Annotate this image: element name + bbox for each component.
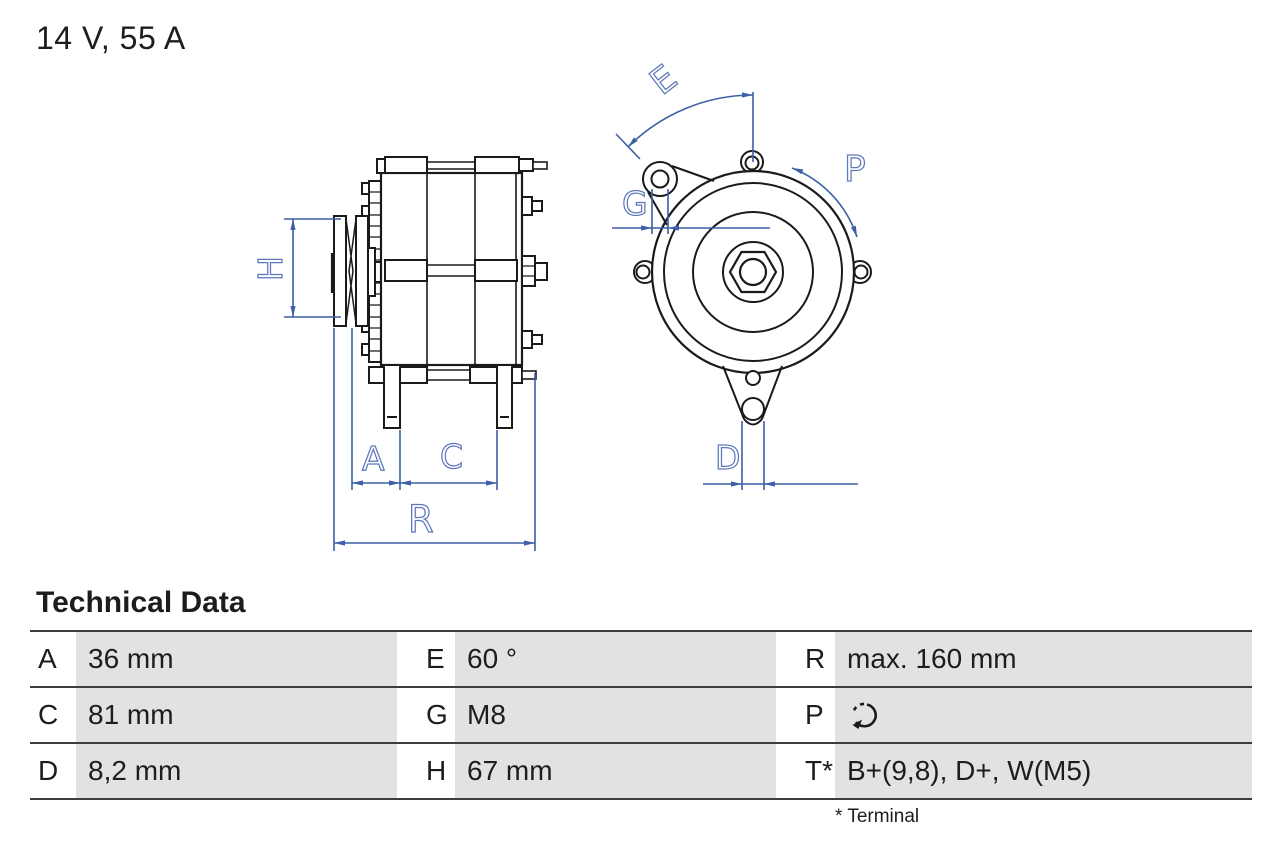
param-value: M8 <box>455 688 776 742</box>
extension-lines <box>333 328 536 551</box>
param-value: 81 mm <box>76 688 397 742</box>
dim-label-G: G <box>622 184 648 223</box>
param-key: H <box>418 744 455 798</box>
param-key: P <box>797 688 835 742</box>
param-key: E <box>418 632 455 686</box>
dim-label-R: R <box>408 498 434 541</box>
section-heading: Technical Data <box>36 586 246 619</box>
pulley <box>330 215 383 327</box>
dim-label-A: A <box>362 439 385 478</box>
column-gap <box>776 632 797 686</box>
dim-E-line <box>615 92 754 162</box>
terminal-footnote: * Terminal <box>835 806 920 827</box>
param-value: 67 mm <box>455 744 776 798</box>
param-value: max. 160 mm <box>835 632 1252 686</box>
dimension-lines <box>284 92 858 551</box>
param-key: C <box>30 688 76 742</box>
page-title: 14 V, 55 A <box>36 20 186 56</box>
dim-D-line <box>703 421 858 490</box>
column-gap <box>776 744 797 798</box>
terminal-studs <box>521 196 543 349</box>
param-value: 8,2 mm <box>76 744 397 798</box>
column-gap <box>397 744 418 798</box>
dimension-labels: H A C R E G P D <box>250 57 866 541</box>
param-value: 36 mm <box>76 632 397 686</box>
column-gap <box>397 632 418 686</box>
table-row: D 8,2 mm H 67 mm T* B+(9,8), D+, W(M5) <box>30 742 1252 798</box>
dim-G-line <box>612 189 770 234</box>
mounting-feet <box>368 364 537 429</box>
top-through-bolt <box>376 156 548 174</box>
shaft-nut <box>728 250 778 294</box>
param-value: B+(9,8), D+, W(M5) <box>835 744 1252 798</box>
param-key: R <box>797 632 835 686</box>
param-key: D <box>30 744 76 798</box>
rotation-direction-icon <box>852 702 877 729</box>
dim-label-C: C <box>440 437 463 476</box>
param-key: G <box>418 688 455 742</box>
dim-label-D: D <box>715 438 740 477</box>
table-row: A 36 mm E 60 ° R max. 160 mm <box>30 630 1252 686</box>
technical-data-table: A 36 mm E 60 ° R max. 160 mm C 81 mm G M… <box>30 630 1252 800</box>
dim-label-H: H <box>251 256 290 281</box>
dim-label-P: P <box>844 149 866 190</box>
column-gap <box>776 688 797 742</box>
side-view <box>330 156 548 429</box>
dim-H-line <box>284 218 341 318</box>
dim-label-E: E <box>643 58 685 103</box>
column-gap <box>397 688 418 742</box>
table-row: C 81 mm G M8 P <box>30 686 1252 742</box>
front-view <box>633 150 872 426</box>
param-key: A <box>30 632 76 686</box>
tension-arm-bracket <box>642 161 715 226</box>
lug-holes <box>635 155 869 280</box>
bottom-mounting-bracket <box>722 365 783 426</box>
param-value-rotation <box>835 688 1252 742</box>
mid-through-bolt <box>384 255 548 287</box>
param-value: 60 ° <box>455 632 776 686</box>
param-key: T* <box>797 744 835 798</box>
technical-drawing: H A C R E G P D <box>250 57 872 551</box>
